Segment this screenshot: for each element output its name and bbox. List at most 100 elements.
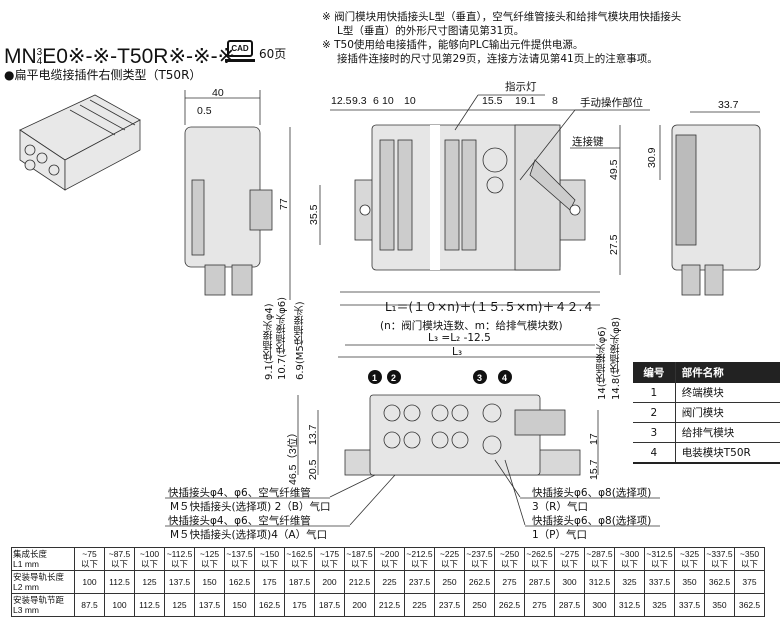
table-cell: 287.5	[524, 570, 555, 594]
cad-page: 60页	[259, 47, 287, 61]
port-label-right-2: 3（R）气口	[532, 501, 588, 513]
dim-end-height: 30.9	[646, 147, 658, 168]
cell-suffix: 以下	[530, 559, 548, 569]
cell-suffix: 以下	[170, 559, 188, 569]
table-cell: 312.5	[614, 593, 645, 617]
callout-key: 连接键	[572, 135, 604, 148]
row-header-label: 安装导轨长度	[13, 572, 65, 582]
cell-value: ~337.5	[706, 549, 733, 559]
parts-header-no: 编号	[633, 362, 676, 383]
table-cell: 87.5	[74, 593, 105, 617]
port-label-right-4: 1（P）气口	[532, 529, 588, 541]
table-cell: 250	[434, 570, 465, 594]
dim-bottom-total: 46.5（3位）	[286, 427, 299, 485]
dim-side-height: 77	[278, 198, 290, 210]
cell-value: ~137.5	[226, 549, 253, 559]
cell-suffix: 以下	[470, 559, 488, 569]
cell-value: ~225	[439, 549, 460, 559]
table-cell: 262.5	[494, 593, 525, 617]
dim-right-top: 49.5	[608, 159, 620, 180]
table-cell: 175	[254, 570, 285, 594]
dim-bottom-right-2: 15.7	[588, 459, 600, 480]
table-cell: 375	[734, 570, 765, 594]
cell-value: ~187.5	[346, 549, 373, 559]
table-cell: 337.5	[674, 593, 705, 617]
cell-suffix: 以下	[560, 559, 578, 569]
cell-suffix: 以下	[740, 559, 758, 569]
cell-value: ~262.5	[526, 549, 553, 559]
row-header-unit: L3 mm	[13, 605, 39, 615]
cell-suffix: 以下	[230, 559, 248, 569]
marker-4: 4	[502, 373, 507, 383]
cell-suffix: 以下	[440, 559, 458, 569]
dim-top-1: 12.5	[331, 95, 352, 107]
cell-value: ~175	[319, 549, 340, 559]
vert-left-2: 10.7(快插接头φ6)	[277, 296, 288, 380]
table-cell: 112.5	[104, 570, 135, 594]
table-cell: 212.5	[344, 570, 375, 594]
table-cell: 300	[554, 570, 585, 594]
cell-value: ~325	[679, 549, 700, 559]
table-cell: 100	[104, 593, 135, 617]
vert-right-2: 14.8(快插接头φ8)	[611, 316, 622, 400]
table-cell: 350	[704, 593, 735, 617]
cell-suffix: 以下	[320, 559, 338, 569]
port-label-right-3: 快插接头φ6、φ8(选择项)	[532, 515, 652, 527]
model-prefix: MN	[4, 45, 37, 68]
table-cell: 137.5	[194, 593, 225, 617]
l1-formula: L₁＝(１０×n)＋(１５.５×m)＋４２.４	[385, 300, 595, 314]
table-cell: 250	[464, 593, 495, 617]
cell-suffix: 以下	[200, 559, 218, 569]
dim-top-4: 10	[382, 95, 394, 107]
cell-value: ~150	[259, 549, 280, 559]
cell-value: ~75	[82, 549, 97, 559]
table-cell: 237.5	[434, 593, 465, 617]
cell-value: ~125	[199, 549, 220, 559]
side-view	[184, 90, 321, 300]
table-cell: 325	[614, 570, 645, 594]
dim-bottom-upper: 13.7	[307, 424, 319, 445]
dim-top-6: 15.5	[482, 95, 503, 107]
table-cell: 362.5	[734, 593, 765, 617]
port-label-left-2: M５快插接头(选择项) 2（B）气口	[170, 501, 331, 513]
table-cell: 212.5	[374, 593, 405, 617]
table-cell: 362.5	[704, 570, 735, 594]
table-cell: 200	[314, 570, 345, 594]
dim-end-width: 33.7	[718, 99, 739, 111]
callout-indicator: 指示灯	[505, 80, 537, 93]
dim-top-5: 10	[404, 95, 416, 107]
cell-value: ~162.5	[286, 549, 313, 559]
table-cell: 162.5	[224, 570, 255, 594]
cell-value: ~237.5	[466, 549, 493, 559]
cell-value: ~100	[139, 549, 160, 559]
table-cell: 275	[524, 593, 555, 617]
port-label-right-1: 快插接头φ6、φ8(选择项)	[532, 487, 652, 499]
table-cell: 150	[224, 593, 255, 617]
table-cell: 275	[494, 570, 525, 594]
table-cell: 337.5	[644, 570, 675, 594]
cell-value: ~312.5	[646, 549, 673, 559]
cell-value: ~350	[739, 549, 760, 559]
end-view	[659, 111, 761, 296]
dim-top-7: 19.1	[515, 95, 536, 107]
row-header-unit: L1 mm	[13, 559, 39, 569]
cell-suffix: 以下	[290, 559, 308, 569]
